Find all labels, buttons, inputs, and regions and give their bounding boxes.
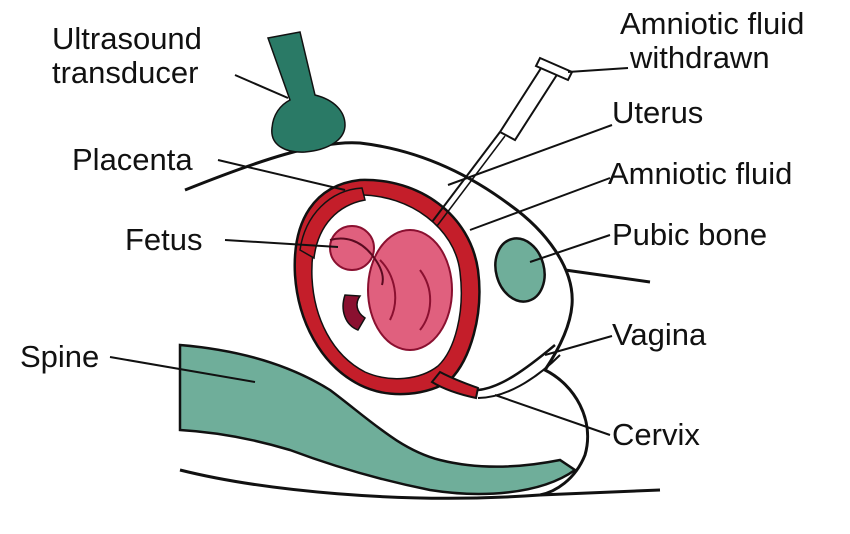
label-spine: Spine [20,340,99,374]
label-pubic-bone: Pubic bone [612,218,767,252]
label-amniotic-fluid-withdrawn: Amniotic fluid withdrawn [620,7,804,75]
label-amniotic-fluid-withdrawn-line2: withdrawn [620,41,804,75]
label-uterus: Uterus [612,96,703,130]
fetus-head [330,226,374,270]
label-placenta: Placenta [72,143,193,177]
pubic-bone [489,233,552,307]
label-ultrasound-transducer: Ultrasound transducer [52,22,202,90]
vagina-canal [478,345,555,390]
label-cervix: Cervix [612,418,700,452]
label-amniotic-fluid: Amniotic fluid [608,157,792,191]
label-vagina: Vagina [612,318,706,352]
label-ultrasound-transducer-line2: transducer [52,56,202,90]
label-fetus: Fetus [125,223,203,257]
thigh-outline [565,270,650,282]
ultrasound-transducer [268,32,345,152]
label-amniotic-fluid-withdrawn-line1: Amniotic fluid [620,7,804,41]
buttock-outline [540,490,660,495]
label-ultrasound-transducer-line1: Ultrasound [52,22,202,56]
fetus-body [368,230,452,350]
vagina-canal-lower [478,355,560,398]
